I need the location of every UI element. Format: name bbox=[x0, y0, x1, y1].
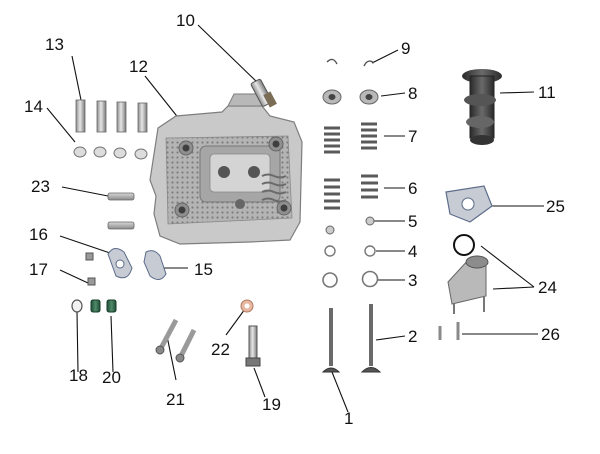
small-screws bbox=[85, 252, 96, 286]
callout-21: 21 bbox=[166, 390, 185, 409]
cylinder-head bbox=[149, 93, 303, 245]
studs bbox=[75, 99, 148, 133]
valves bbox=[321, 304, 382, 373]
spring-retainers bbox=[322, 89, 379, 105]
washers bbox=[73, 146, 148, 160]
bolts-21 bbox=[155, 318, 197, 363]
callout-2: 2 bbox=[408, 327, 418, 346]
callout-15: 15 bbox=[194, 260, 213, 279]
gasket-16 bbox=[107, 248, 133, 279]
spring-seat-4 bbox=[324, 245, 376, 257]
valve-cotters bbox=[326, 58, 375, 67]
callout-3: 3 bbox=[408, 271, 418, 290]
callout-18: 18 bbox=[69, 366, 88, 385]
callout-13: 13 bbox=[45, 35, 64, 54]
copper-washer bbox=[240, 299, 254, 313]
callout-24: 24 bbox=[538, 278, 557, 297]
bolt-19 bbox=[245, 325, 261, 367]
callout-26: 26 bbox=[541, 325, 560, 344]
callout-23: 23 bbox=[31, 177, 50, 196]
callout-8: 8 bbox=[408, 84, 418, 103]
spark-plug bbox=[250, 78, 277, 108]
camshaft bbox=[462, 69, 502, 145]
callout-14: 14 bbox=[24, 97, 43, 116]
callout-19: 19 bbox=[262, 395, 281, 414]
callout-11: 11 bbox=[538, 83, 556, 102]
callout-7: 7 bbox=[408, 127, 418, 146]
callout-9: 9 bbox=[401, 39, 411, 58]
leader-lines bbox=[46, 24, 544, 413]
callout-22: 22 bbox=[211, 340, 230, 359]
outer-valve-springs bbox=[324, 122, 377, 154]
valve-stem-seals bbox=[90, 299, 117, 313]
callout-5: 5 bbox=[408, 212, 418, 231]
callout-17: 17 bbox=[29, 260, 48, 279]
intake-manifold bbox=[447, 234, 489, 314]
inner-valve-springs bbox=[324, 174, 378, 210]
callout-6: 6 bbox=[408, 179, 418, 198]
callout-25: 25 bbox=[546, 197, 565, 216]
gasket-15 bbox=[143, 250, 167, 280]
callout-1: 1 bbox=[344, 409, 354, 428]
callout-20: 20 bbox=[102, 368, 121, 387]
callout-12: 12 bbox=[129, 57, 148, 76]
callout-16: 16 bbox=[29, 225, 48, 244]
callout-10: 10 bbox=[176, 11, 195, 30]
spring-seat-3 bbox=[322, 270, 379, 288]
intake-gasket bbox=[445, 185, 493, 223]
valve-seal-5 bbox=[325, 216, 375, 235]
o-ring-18 bbox=[71, 299, 83, 313]
bolts-26 bbox=[438, 322, 460, 340]
callout-4: 4 bbox=[408, 242, 418, 261]
dowel-pins bbox=[107, 192, 135, 230]
